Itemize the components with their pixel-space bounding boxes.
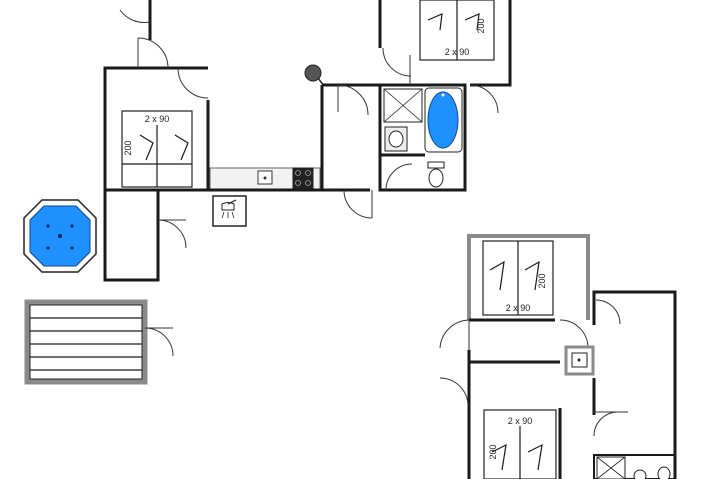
- toilet-icon: [657, 466, 671, 479]
- right-lower-bed: 2 x 90 200: [483, 409, 557, 479]
- sink-icon: [564, 345, 595, 376]
- right-upper-bed: 2 x 90 200: [482, 240, 554, 316]
- sink-icon: [633, 469, 647, 479]
- top-bed-size-label: 2 x 90: [445, 47, 470, 57]
- bathtub-icon: [424, 87, 463, 153]
- entrance-hall: [320, 83, 380, 219]
- outdoor-shower-icon: [212, 195, 247, 227]
- right-lower-bedroom: 2 x 90 200: [467, 408, 562, 479]
- toilet-icon: [427, 161, 445, 188]
- top-left-partial-room: [119, 0, 152, 40]
- kitchen: [208, 167, 322, 227]
- left-bed-length-label: 200: [123, 140, 133, 155]
- hot-tub-icon: [23, 199, 97, 273]
- left-bedroom-bed: 2 x 90 200: [121, 110, 193, 188]
- top-bed-length-label: 200: [476, 18, 486, 33]
- terrace-deck: [24, 299, 174, 385]
- wood-stove-icon: [304, 64, 325, 87]
- left-bed-size-label: 2 x 90: [145, 114, 170, 124]
- sink-icon: [257, 170, 273, 185]
- shower-icon: [596, 456, 626, 479]
- right-upper-bed-size-label: 2 x 90: [506, 303, 531, 313]
- left-bedroom: 2 x 90 200: [103, 37, 210, 192]
- top-center-bed: 2 x 90 200: [419, 0, 495, 61]
- right-side-room: [592, 290, 677, 479]
- sink-icon: [384, 126, 408, 152]
- right-lower-bed-size-label: 2 x 90: [508, 416, 533, 426]
- right-corridor: [439, 345, 595, 408]
- stove-icon: [292, 167, 314, 189]
- bathroom: [378, 83, 467, 192]
- right-lower-bathroom: [593, 454, 676, 479]
- shower-icon: [383, 88, 423, 123]
- utility-room: [103, 190, 187, 282]
- right-upper-bedroom: 2 x 90 200: [439, 234, 590, 350]
- right-lower-bed-length-label: 200: [488, 444, 498, 459]
- left-bedroom-door: [137, 37, 169, 69]
- top-center-bedroom: 2 x 90 200: [378, 0, 512, 114]
- right-upper-bed-length-label: 200: [537, 273, 547, 288]
